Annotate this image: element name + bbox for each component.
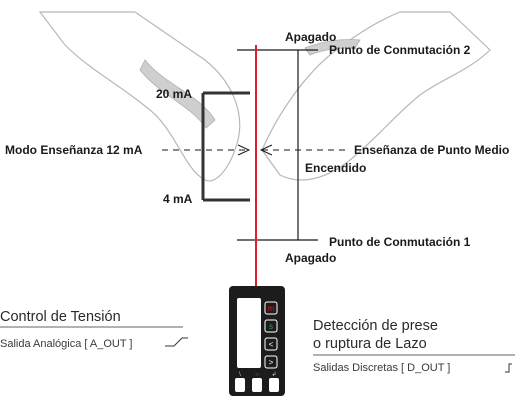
- right-section-title-line2: o ruptura de Lazo: [313, 336, 427, 352]
- teach-device: m s < > \ ○ ↲: [229, 286, 285, 396]
- teach-midpoint-arrowhead: [259, 144, 273, 156]
- ma-4-label: 4 mA: [163, 192, 193, 206]
- switch-point-2-label: Punto de Conmutación 2: [329, 43, 471, 57]
- device-mark-3: ↲: [271, 371, 276, 378]
- device-button-left[interactable]: <: [269, 340, 274, 349]
- ma-20-label: 20 mA: [156, 87, 193, 101]
- device-mark-2: ○: [255, 372, 259, 378]
- gray-band-right: [261, 11, 491, 181]
- gray-band-left: [38, 11, 241, 182]
- device-button-right[interactable]: >: [269, 358, 274, 367]
- ma-range-bracket: [201, 91, 250, 202]
- teach-midpoint-label: Enseñanza de Punto Medio: [354, 143, 510, 157]
- left-section-title: Control de Tensión: [0, 309, 121, 325]
- device-button-s[interactable]: s: [269, 322, 273, 331]
- device-mark-1: \: [239, 372, 241, 378]
- off-bottom-label: Apagado: [285, 251, 337, 265]
- analog-output-glyph: [165, 337, 188, 347]
- on-label: Encendido: [305, 161, 367, 175]
- teach-mode-label: Modo Enseñanza 12 mA: [5, 143, 143, 157]
- right-section-subtitle: Salidas Discretas [ D_OUT ]: [313, 362, 451, 374]
- discrete-output-glyph: [505, 363, 512, 373]
- teach-mode-arrowhead: [237, 144, 251, 156]
- switch-point-1-label: Punto de Conmutación 1: [329, 235, 471, 249]
- right-section-title-line1: Detección de prese: [313, 318, 438, 334]
- left-section-subtitle: Salida Analógica [ A_OUT ]: [0, 338, 133, 350]
- off-top-label: Apagado: [285, 30, 337, 44]
- device-button-m[interactable]: m: [268, 304, 275, 313]
